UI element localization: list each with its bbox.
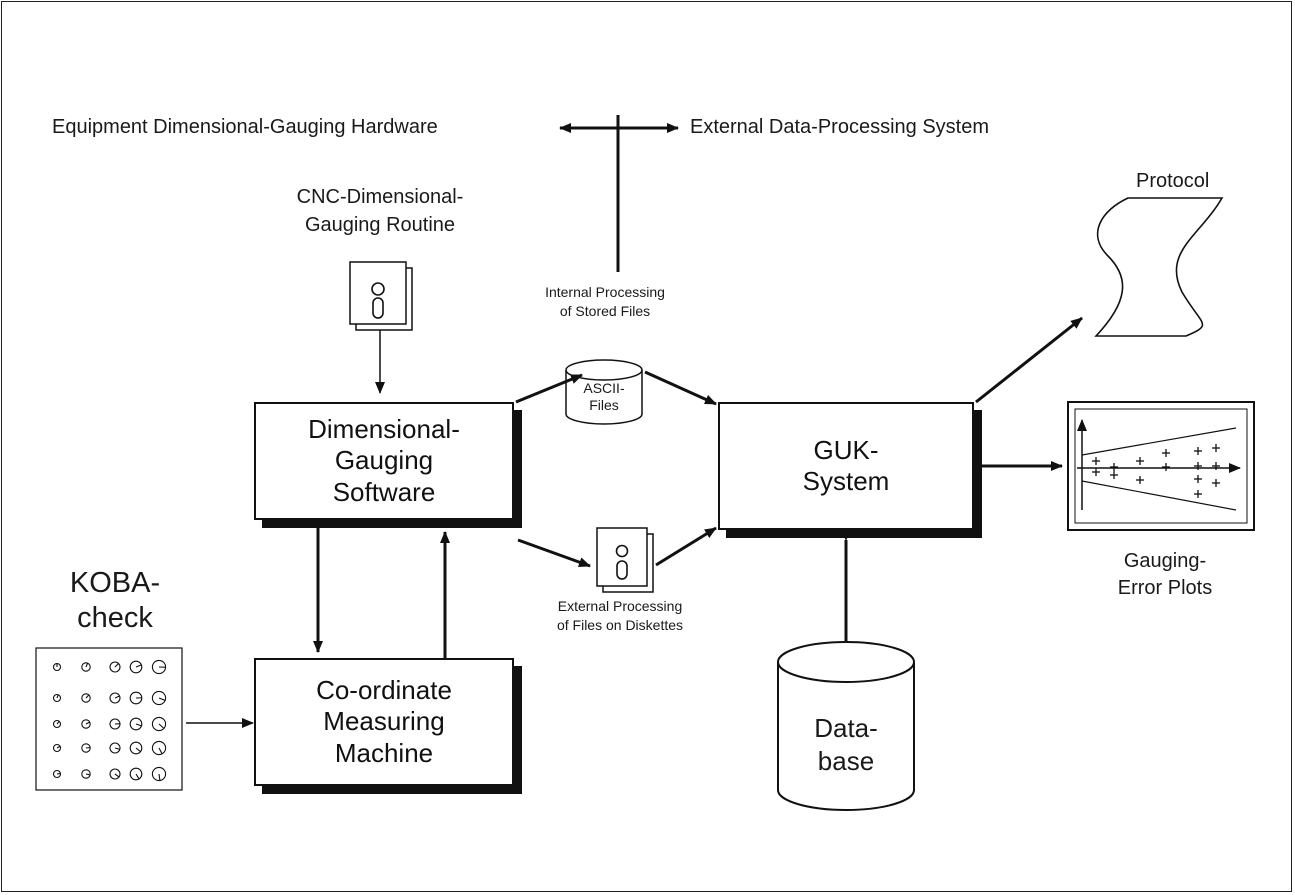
database-cylinder xyxy=(777,641,915,811)
cnc-routine-line1: CNC-Dimensional- xyxy=(296,186,464,208)
cmm-line2: Measuring xyxy=(323,706,445,737)
diskette-to-guk-arrow xyxy=(655,526,717,567)
database-line2: base xyxy=(817,745,875,776)
software-line3: Software xyxy=(332,476,436,507)
error-plot-icon xyxy=(1067,401,1255,531)
ascii-files-line1: ASCII- xyxy=(583,380,625,396)
external-processing-line2: of Files on Diskettes xyxy=(556,616,684,633)
internal-processing-label: Internal Processing of Stored Files xyxy=(520,284,690,319)
cmm-line3: Machine xyxy=(334,737,434,768)
ascii-files-cylinder xyxy=(565,359,643,425)
guk-line1: GUK- xyxy=(813,434,879,465)
plots-line1: Gauging- xyxy=(1123,550,1207,572)
guk-system-box: GUK- System xyxy=(718,402,974,530)
ascii-files-line2: Files xyxy=(589,396,619,413)
protocol-document-icon xyxy=(1094,197,1224,337)
database-label: Data- base xyxy=(778,712,914,777)
ascii-to-guk-arrow xyxy=(644,370,717,406)
protocol-label: Protocol xyxy=(1136,170,1210,192)
software-line2: Gauging xyxy=(334,445,434,476)
external-diskette-icon xyxy=(596,527,654,593)
hardware-label: Equipment Dimensional-Gauging Hardware xyxy=(52,116,438,138)
external-system-label: External Data-Processing System xyxy=(690,116,990,138)
cnc-routine-line2: Gauging Routine xyxy=(304,213,456,236)
guk-to-protocol-arrow xyxy=(975,316,1083,404)
external-processing-line1: External Processing xyxy=(557,598,683,614)
koba-check-grid xyxy=(35,647,183,791)
koba-line2: check xyxy=(77,601,153,634)
koba-line1: KOBA- xyxy=(69,567,161,599)
gauging-error-plots-label: Gauging- Error Plots xyxy=(1080,550,1250,600)
coordinate-measuring-machine-box: Co-ordinate Measuring Machine xyxy=(254,658,514,786)
cnc-routine-label: CNC-Dimensional- Gauging Routine xyxy=(270,186,490,237)
guk-line2: System xyxy=(802,466,890,496)
cmm-line1: Co-ordinate xyxy=(316,675,452,706)
top-connector xyxy=(559,115,679,272)
koba-check-label: KOBA- check xyxy=(30,566,200,636)
internal-processing-line2: of Stored Files xyxy=(559,302,651,319)
ascii-files-label: ASCII- Files xyxy=(566,380,642,413)
external-processing-label: External Processing of Files on Diskette… xyxy=(520,598,720,633)
cnc-diskette-icon xyxy=(349,261,413,331)
software-to-ascii-arrow xyxy=(515,373,583,404)
software-line1: Dimensional- xyxy=(308,414,460,445)
database-line1: Data- xyxy=(814,713,878,743)
plots-line2: Error Plots xyxy=(1117,576,1213,599)
dimensional-gauging-software-box: Dimensional- Gauging Software xyxy=(254,402,514,520)
software-to-diskette-arrow xyxy=(517,538,591,568)
internal-processing-line1: Internal Processing xyxy=(545,284,665,300)
